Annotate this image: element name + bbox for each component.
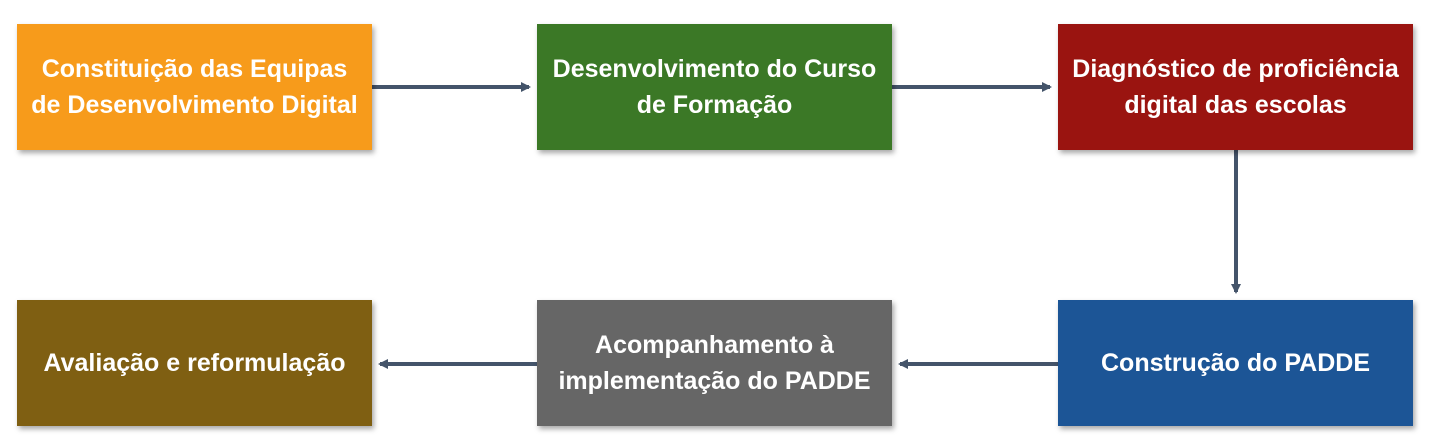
step-desenvolvimento-curso: Desenvolvimento do Curso de Formação [537, 24, 892, 150]
step-constituicao-equipas: Constituição das Equipas de Desenvolvime… [17, 24, 372, 150]
step-acompanhamento-implementacao: Acompanhamento à implementação do PADDE [537, 300, 892, 426]
step-label: Diagnóstico de proficiência digital das … [1072, 55, 1399, 119]
step-label: Avaliação e reformulação [43, 349, 346, 377]
step-diagnostico-proficiencia: Diagnóstico de proficiência digital das … [1058, 24, 1413, 150]
step-label: Desenvolvimento do Curso de Formação [552, 55, 877, 119]
step-label: Construção do PADDE [1101, 349, 1370, 377]
step-label: Constituição das Equipas de Desenvolvime… [31, 55, 358, 119]
step-avaliacao-reformulacao: Avaliação e reformulação [17, 300, 372, 426]
step-construcao-padde: Construção do PADDE [1058, 300, 1413, 426]
step-label: Acompanhamento à implementação do PADDE [558, 331, 871, 395]
